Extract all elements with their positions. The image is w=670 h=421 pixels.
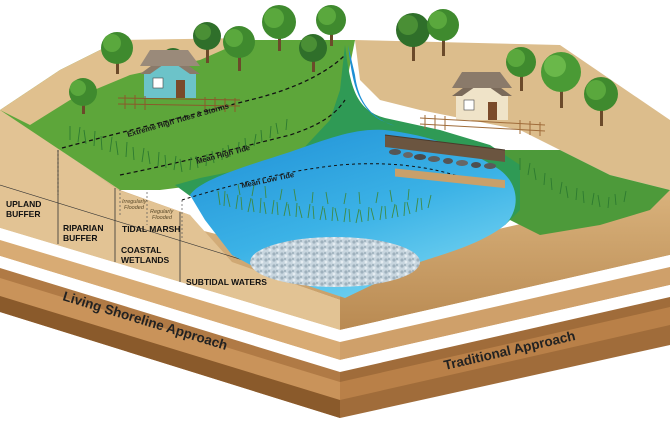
top-surface <box>0 38 670 298</box>
regularly-flooded-line1: Regularly <box>150 209 174 215</box>
tree <box>262 5 296 51</box>
mean-high-tide-line <box>119 99 346 176</box>
flood-notes: Irregularly Flooded Regularly Flooded <box>122 199 174 221</box>
right-upland <box>355 40 670 190</box>
riprap-stones <box>389 149 496 169</box>
mean-low-tide-line <box>181 163 481 201</box>
upland-buffer-label-1: UPLAND <box>6 199 41 209</box>
marsh-grass-right <box>519 158 627 209</box>
oyster-reef-rocks <box>250 237 420 287</box>
coastal-wetlands-label-2: WETLANDS <box>121 255 169 265</box>
tree <box>427 9 459 56</box>
tree <box>193 22 221 63</box>
tidal-marsh-label: TIDAL MARSH <box>122 224 180 234</box>
tree <box>316 5 346 46</box>
tree <box>223 26 255 71</box>
living-approach-bar <box>0 278 340 400</box>
bulkhead-wall <box>385 135 505 162</box>
tree <box>584 77 618 126</box>
tree <box>299 34 327 72</box>
seagrass <box>217 183 432 224</box>
white-band-right-bottom <box>340 285 670 372</box>
irregularly-flooded-line1: Irregularly <box>122 199 148 205</box>
upland-buffer-label-2: BUFFER <box>6 209 40 219</box>
riparian-buffer-label-1: RIPARIAN <box>63 223 103 233</box>
marsh-grass-left <box>69 118 288 173</box>
tree <box>396 13 430 61</box>
tree <box>541 52 581 108</box>
white-band-right-top <box>340 255 670 342</box>
riparian-buffer-label-2: BUFFER <box>63 233 97 243</box>
left-cross-section <box>0 110 341 418</box>
tree <box>506 47 536 91</box>
right-house <box>395 72 546 189</box>
tree <box>101 32 133 74</box>
subtidal-waters-label: SUBTIDAL WATERS <box>186 277 267 287</box>
extreme-high-tide-line <box>61 54 346 149</box>
left-house <box>117 50 241 112</box>
traditional-approach-bar <box>340 307 670 400</box>
right-grass-bank <box>495 150 670 235</box>
irregularly-flooded-line2: Flooded <box>124 205 145 211</box>
tree <box>69 78 97 114</box>
white-band-left-bottom <box>0 256 340 372</box>
regularly-flooded-line2: Flooded <box>152 215 173 221</box>
white-band-left-top <box>0 228 340 342</box>
zone-labels: UPLAND BUFFER RIPARIAN BUFFER COASTAL WE… <box>6 199 267 287</box>
coastal-wetlands-label-1: COASTAL <box>121 245 161 255</box>
tan-band-left <box>0 240 340 360</box>
